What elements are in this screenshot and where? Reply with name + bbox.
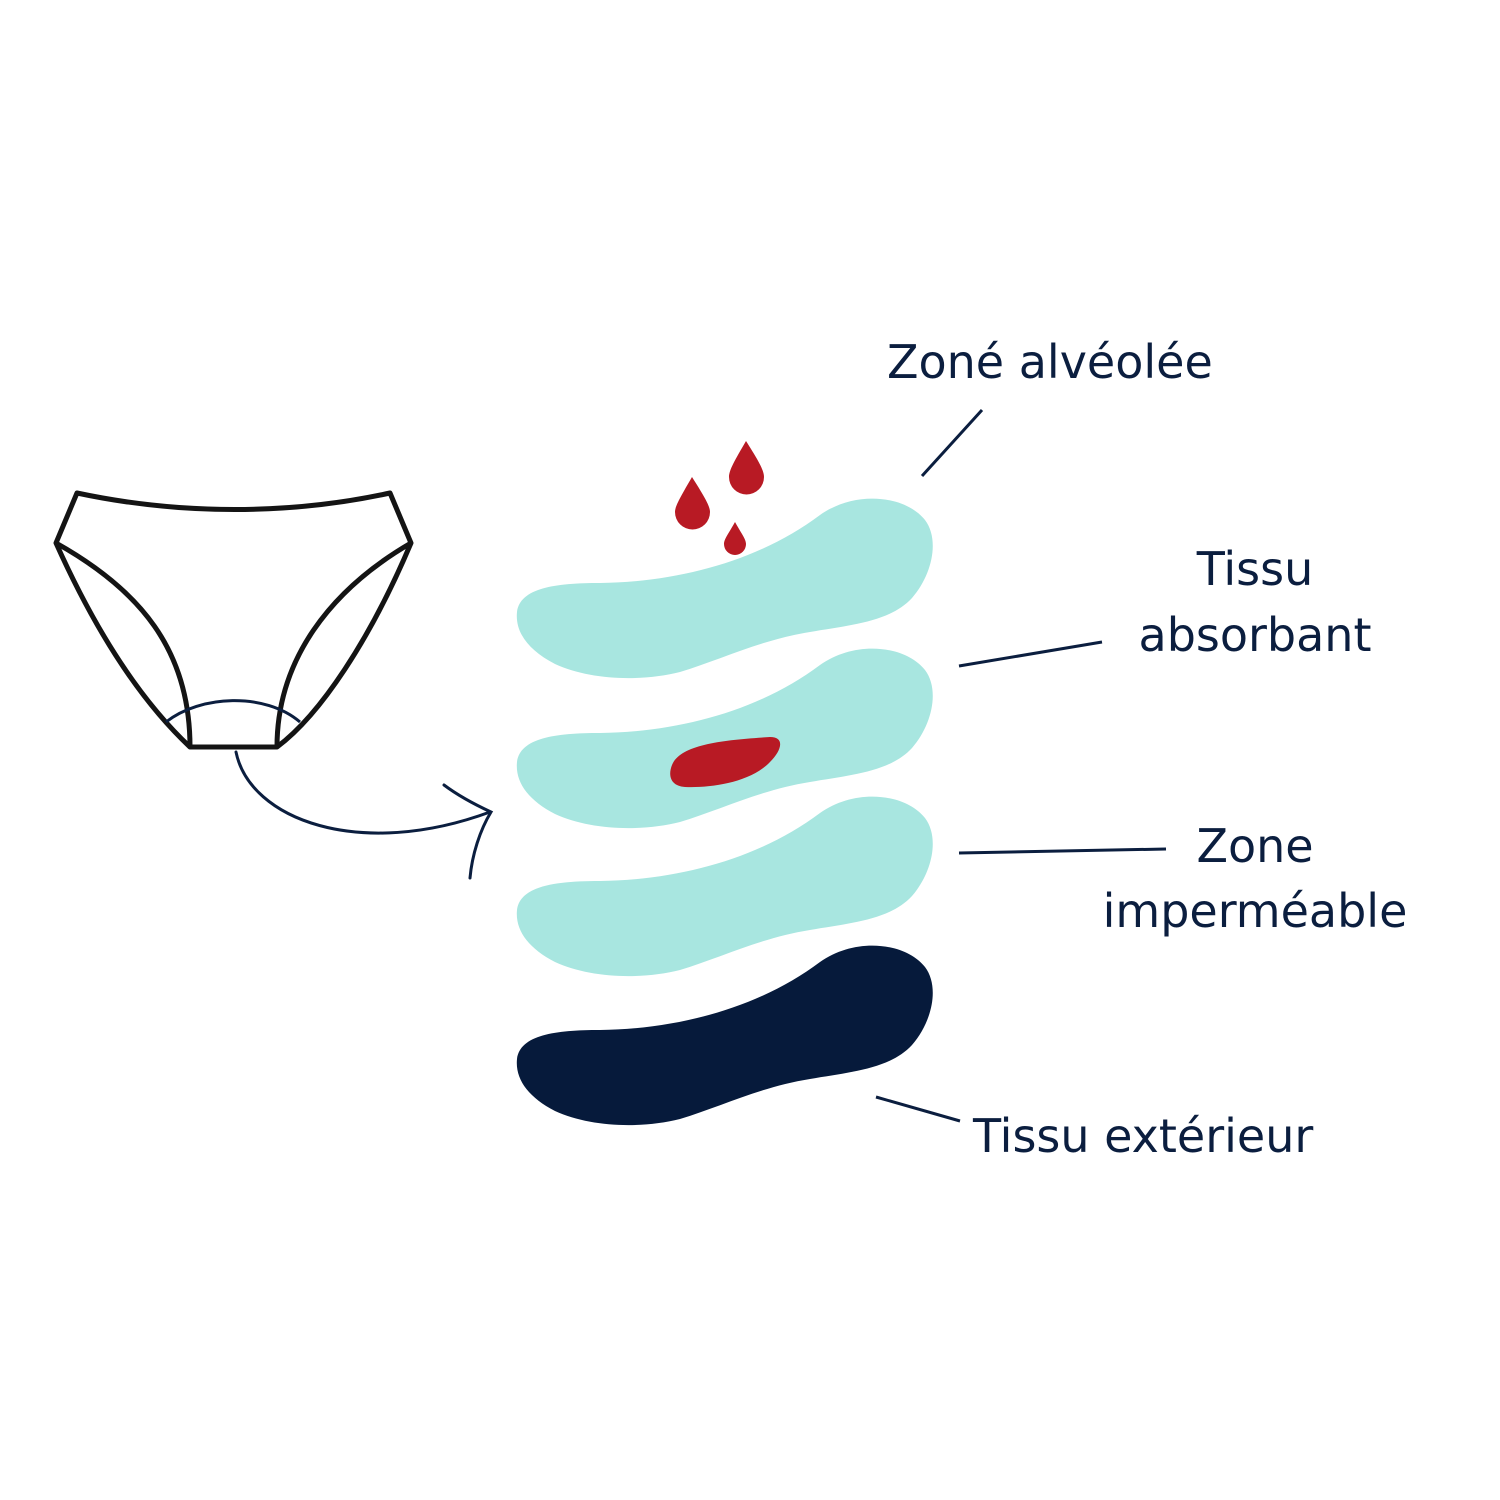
leader-line-top <box>920 408 984 478</box>
arrow-icon <box>234 750 494 880</box>
outer-layer <box>516 945 933 1126</box>
label-absorbent-line2: absorbant <box>1139 608 1372 662</box>
label-outer-fabric: Tissu extérieur <box>972 1109 1313 1163</box>
label-honeycomb-zone: Zoné alvéolée <box>887 335 1213 389</box>
leader-line-absorbent <box>958 640 1103 668</box>
label-absorbent-line1: Tissu <box>1196 542 1314 596</box>
blood-drops-icon <box>675 441 764 555</box>
label-waterproof-line2: imperméable <box>1103 884 1408 938</box>
leader-line-waterproof <box>958 847 1167 855</box>
leader-line-outer <box>875 1095 961 1123</box>
underwear-icon <box>53 490 414 750</box>
blood-stain-icon <box>670 737 781 788</box>
label-waterproof-line1: Zone <box>1196 819 1313 873</box>
